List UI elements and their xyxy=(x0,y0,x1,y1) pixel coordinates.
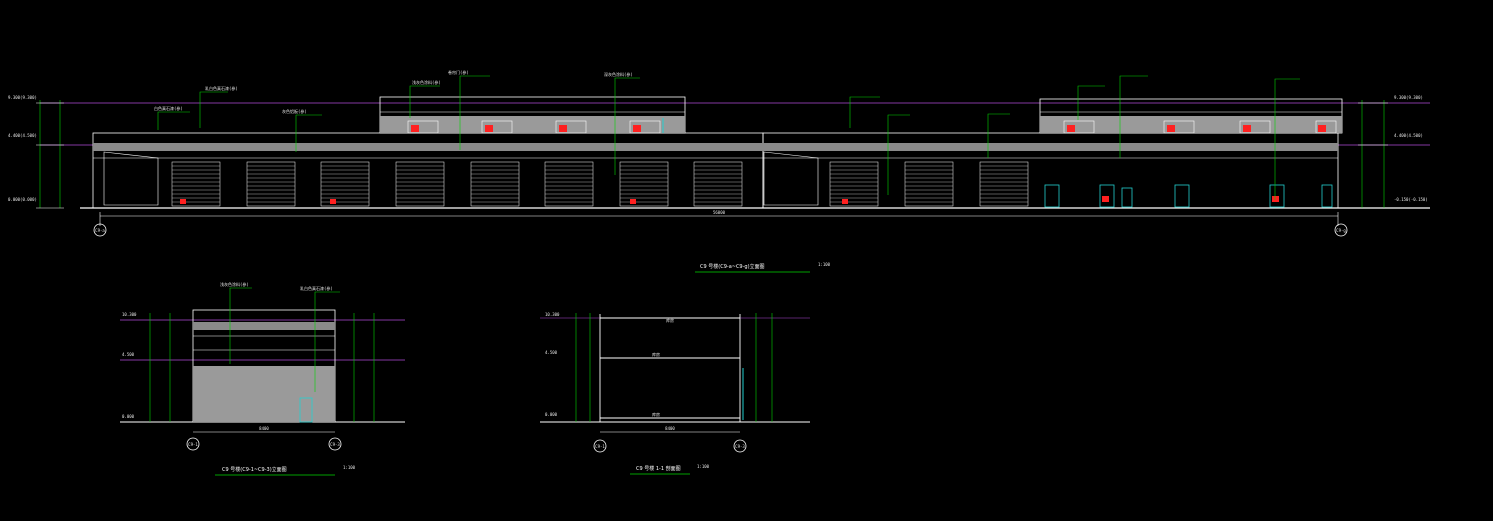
callout-5: 卷帘门(参) xyxy=(448,69,469,75)
section-title: C9 号楼 1-1 剖面图 xyxy=(636,465,681,472)
level-left-top: 9.300(9.300) xyxy=(8,95,37,100)
rolling-doors xyxy=(171,161,1029,207)
side-axis-right: C9-3 xyxy=(330,442,340,447)
side-axis-left: C9-1 xyxy=(188,442,198,447)
level-left-middle: 4.400(4.500) xyxy=(8,133,37,138)
section-drawing: 库房 库房 库房 10.300 4.500 0.000 8400 C9-1 C9… xyxy=(540,312,810,475)
side-callout-2: 乳白色真石漆(参) xyxy=(300,285,333,291)
side-elevation-scale: 1:100 xyxy=(343,465,356,470)
axis-right-bubble: C9-g xyxy=(1336,228,1346,233)
section-level-bottom: 0.000 xyxy=(545,412,558,417)
section-scale: 1:100 xyxy=(697,464,710,469)
callout-6: 深灰色涂料(参) xyxy=(604,71,633,77)
section-room-label-1: 库房 xyxy=(666,317,674,323)
section-level-top: 10.300 xyxy=(545,312,560,317)
callout-2: 白色真石漆(参) xyxy=(154,105,183,111)
main-overall-dimension: 56000 xyxy=(713,210,726,215)
section-axis-left: C9-1 xyxy=(595,444,605,449)
side-overall-dimension: 8400 xyxy=(259,426,269,431)
level-left-bottom: 0.000(0.000) xyxy=(8,197,37,202)
level-right-top: 9.300(9.300) xyxy=(1394,95,1423,100)
side-level-middle: 4.500 xyxy=(122,352,135,357)
side-elevation-title: C9 号楼(C9-1~C9-3)立面图 xyxy=(222,466,287,473)
section-overall-dimension: 8400 xyxy=(665,426,675,431)
level-right-bottom: -0.150(-0.150) xyxy=(1394,197,1428,202)
section-level-middle: 4.500 xyxy=(545,350,558,355)
axis-left-bubble: C9-a xyxy=(95,228,105,233)
section-axis-right: C9-3 xyxy=(735,444,745,449)
main-elevation: 56000 xyxy=(8,69,1430,273)
side-level-top: 10.300 xyxy=(122,312,137,317)
side-elevation: 浅灰色涂料(参) 乳白色真石漆(参) 10.300 4.500 0.000 84… xyxy=(120,281,405,476)
side-callout-1: 浅灰色涂料(参) xyxy=(220,281,249,287)
callout-4: 浅灰色涂料(参) xyxy=(412,79,441,85)
side-level-bottom: 0.000 xyxy=(122,414,135,419)
main-elevation-scale: 1:100 xyxy=(818,262,831,267)
level-right-middle: 4.400(4.500) xyxy=(1394,133,1423,138)
callout-1: 乳白色真石漆(参) xyxy=(205,85,238,91)
section-room-label-2: 库房 xyxy=(652,351,660,357)
main-elevation-title: C9 号楼(C9-a~C9-g)立面图 xyxy=(700,263,765,270)
section-room-label-3: 库房 xyxy=(652,411,660,417)
callout-3: 灰色铝板(参) xyxy=(282,108,307,114)
